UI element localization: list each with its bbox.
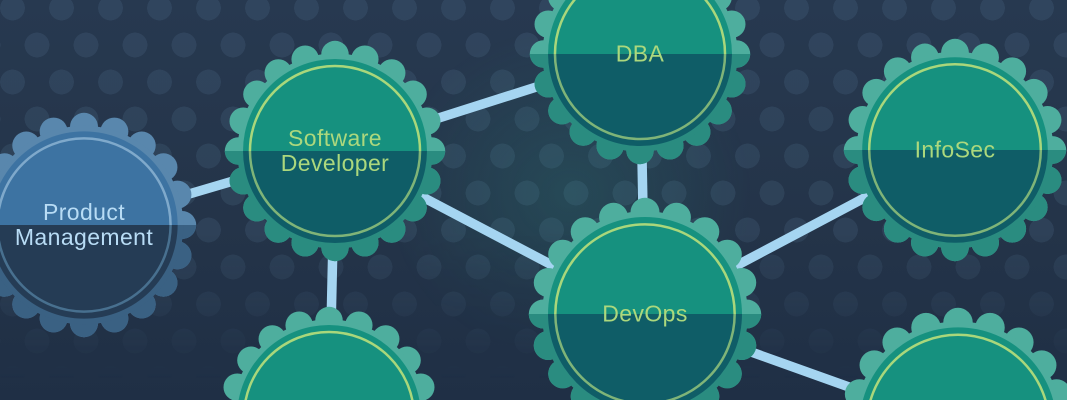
gear-graphic-devops [528,197,762,400]
gear-infosec: InfoSec [840,35,1067,265]
gear-graphic-gear-bottom-left [223,306,435,400]
gear-graphic-product-management [0,112,197,338]
gear-graphic-gear-bottom-right [844,307,1067,400]
gear-gear-bottom-left [215,303,443,400]
gear-graphic-software-developer [224,40,446,262]
gear-dba: DBA [526,0,754,168]
gear-gear-bottom-right [836,304,1067,400]
gear-graphic-dba [529,0,751,165]
gear-graphic-infosec [843,38,1067,262]
gear-devops: DevOps [525,194,765,400]
